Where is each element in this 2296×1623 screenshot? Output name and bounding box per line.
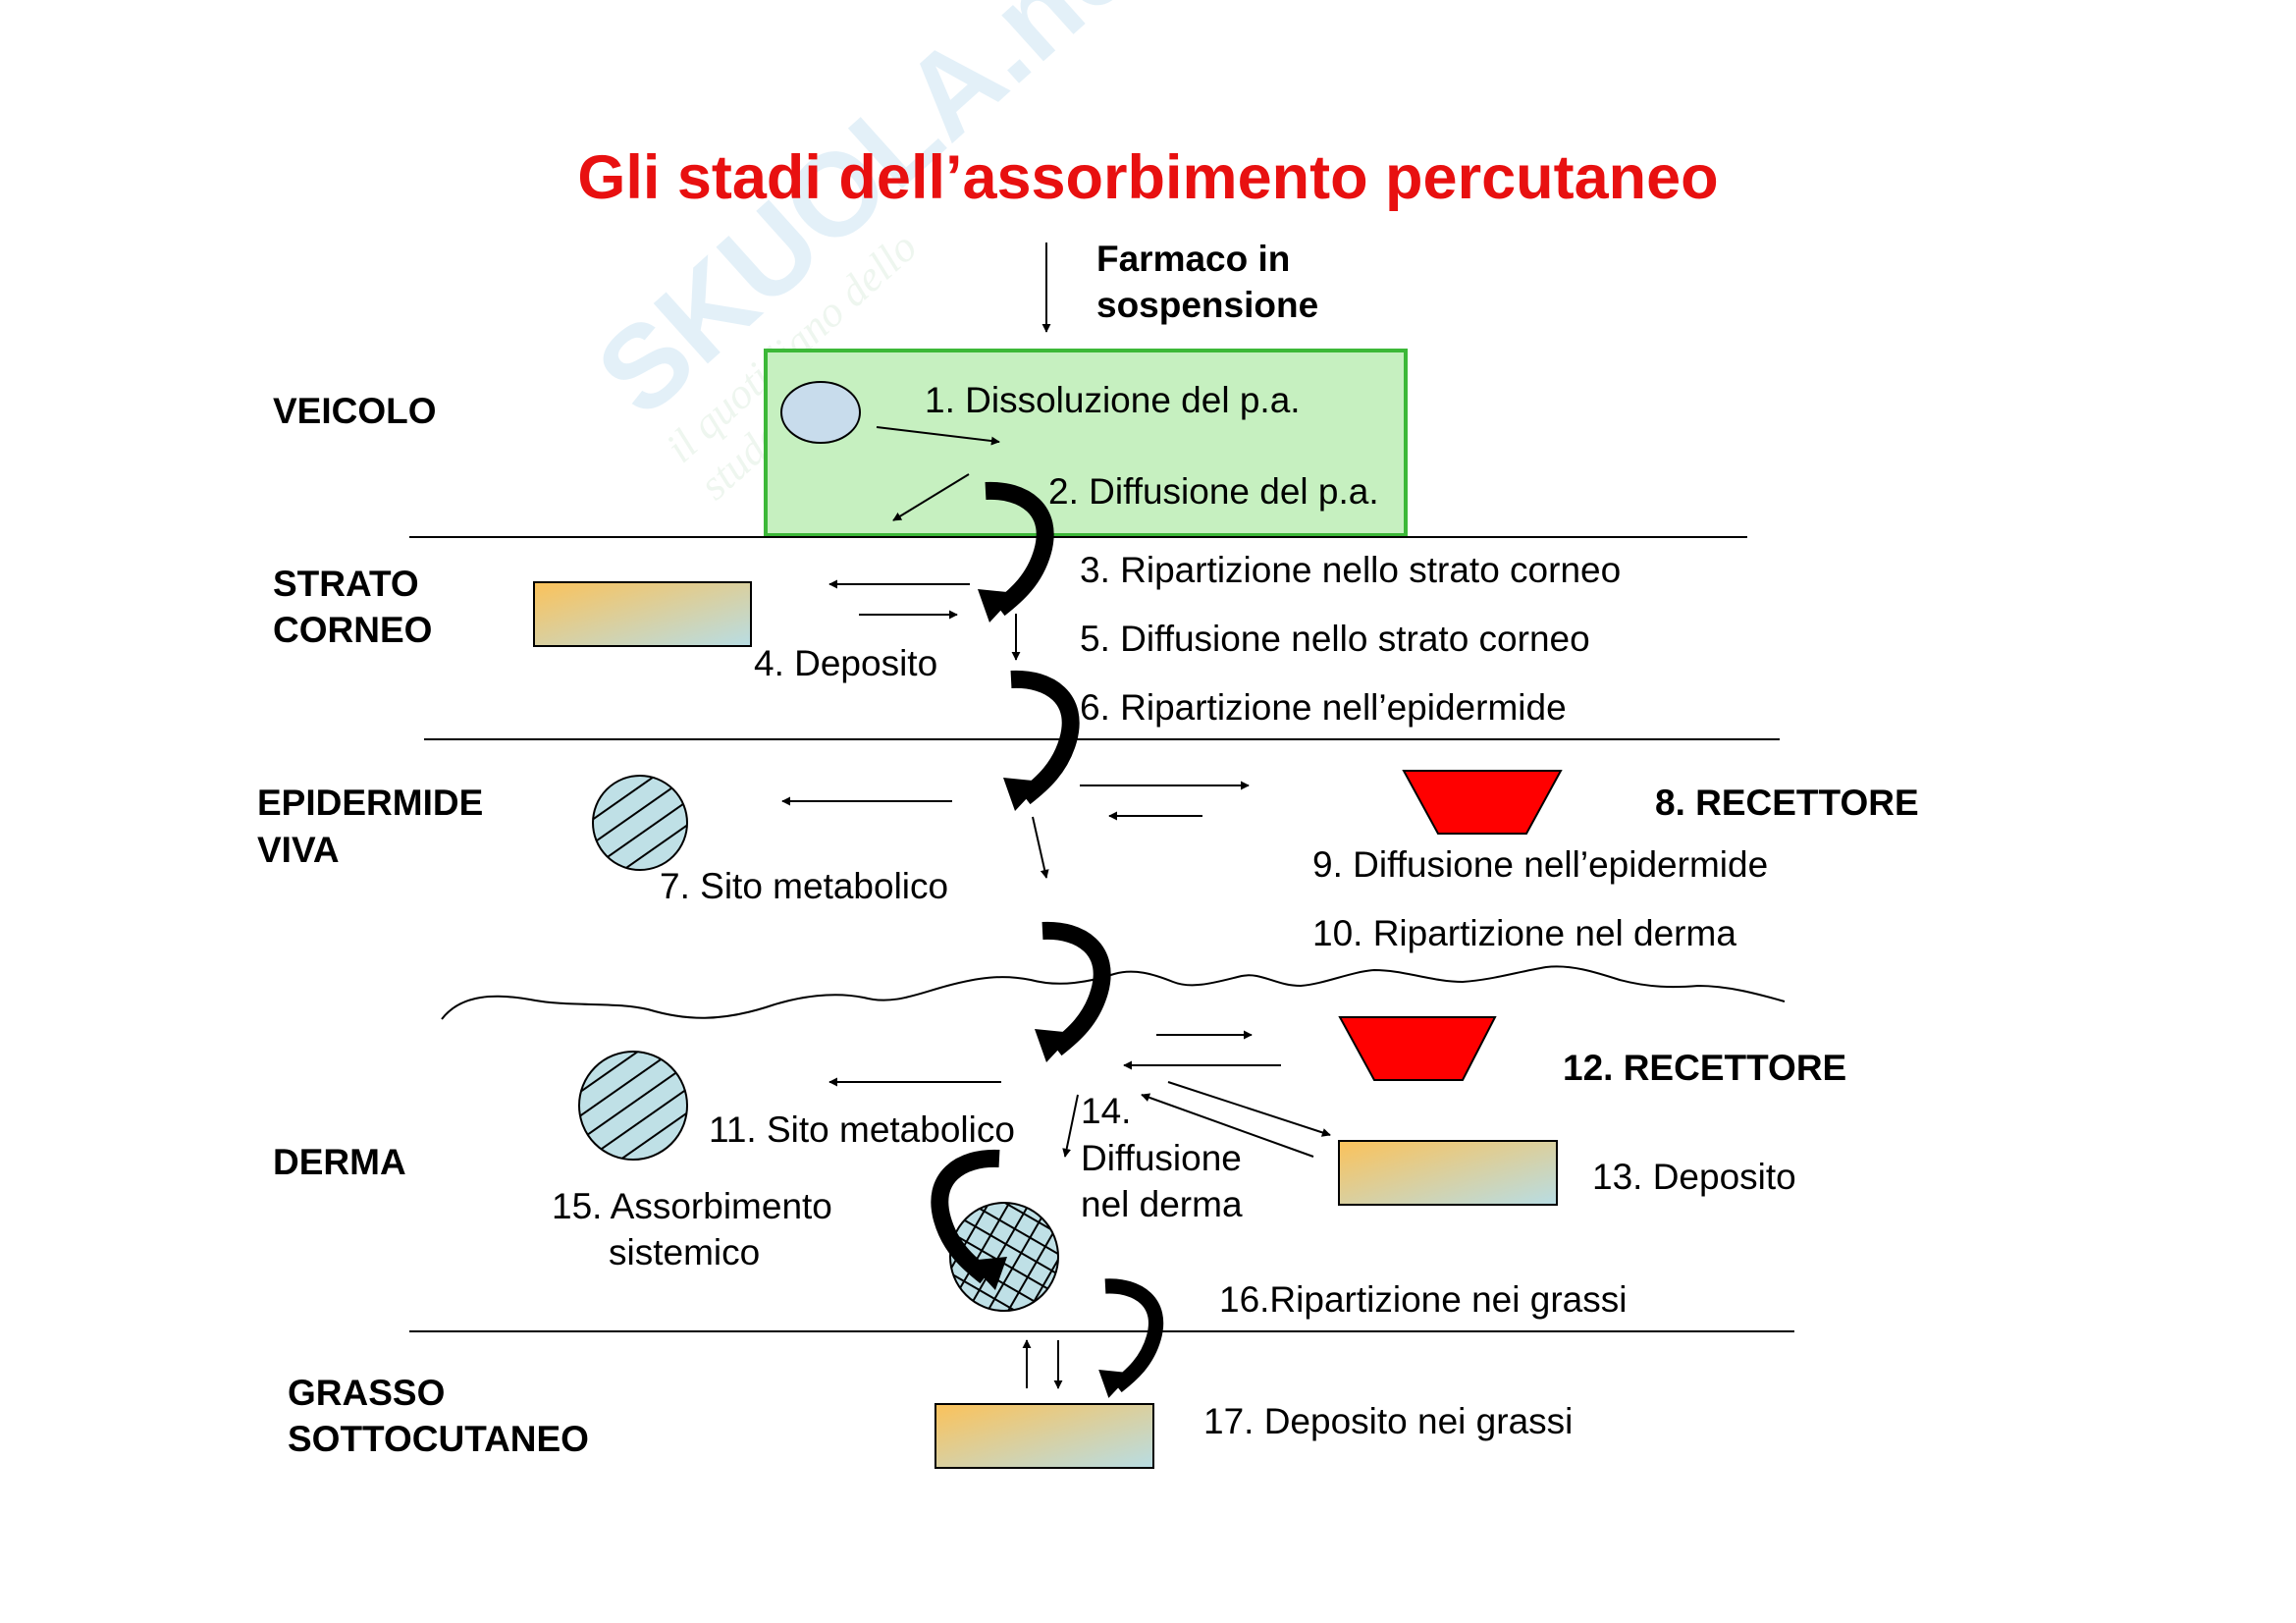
vaso-sistemico-hatch	[950, 1203, 1058, 1311]
arrow-diffusione-derma	[1062, 1094, 1079, 1158]
recettore-8-shape	[1402, 770, 1563, 835]
partition-arrow-icon	[1098, 1278, 1164, 1398]
recettore-12-shape	[1338, 1016, 1497, 1081]
step-3-label: 3. Ripartizione nello strato corneo	[1080, 550, 1622, 590]
arrow-epidermide-down	[1032, 816, 1049, 879]
arrow-from-deposito-13	[1141, 1093, 1314, 1158]
partition-arrow-icon	[1035, 921, 1111, 1062]
sito-metabolico-derma-hatch	[579, 1052, 687, 1160]
step-14-label-2: Diffusione	[1081, 1138, 1242, 1178]
partition-arrow-icon	[978, 481, 1054, 622]
deposito-derma-box	[1338, 1140, 1558, 1206]
step-10-label: 10. Ripartizione nel derma	[1312, 913, 1736, 953]
arrow-to-deposito-13	[1167, 1081, 1331, 1137]
step-5-label: 5. Diffusione nello strato corneo	[1080, 619, 1590, 659]
step-16-label: 16.Ripartizione nei grassi	[1219, 1279, 1628, 1320]
partition-arrow-icon	[1003, 670, 1080, 811]
step-11-label: 11. Sito metabolico	[709, 1109, 1015, 1150]
input-label-line1: Farmaco in	[1096, 239, 1291, 279]
layer-label-veicolo: VEICOLO	[273, 391, 437, 431]
input-label-line2: sospensione	[1096, 285, 1319, 325]
step-8-label: 8. RECETTORE	[1655, 783, 1919, 823]
step-13-label: 13. Deposito	[1592, 1157, 1796, 1197]
deposito-grasso-box	[934, 1403, 1154, 1469]
layer-label-strato-corneo-2: CORNEO	[273, 610, 433, 650]
arrow-dissoluzione	[876, 426, 1000, 446]
sito-metabolico-epidermide-hatch	[593, 776, 687, 870]
partition-arrow-icon	[931, 1149, 1007, 1290]
deposito-corneo-box	[533, 581, 752, 647]
step-14-label-1: 14.	[1081, 1091, 1132, 1131]
step-1-label: 1. Dissoluzione del p.a.	[925, 380, 1301, 420]
layer-label-grasso-1: GRASSO	[288, 1373, 446, 1413]
layer-label-epidermide-2: VIVA	[257, 830, 340, 870]
page-title: Gli stadi dell’assorbimento percutaneo	[577, 143, 1719, 212]
step-17-label: 17. Deposito nei grassi	[1203, 1401, 1574, 1441]
step-6-label: 6. Ripartizione nell’epidermide	[1080, 687, 1567, 728]
layer-label-grasso-2: SOTTOCUTANEO	[288, 1419, 589, 1459]
step-15-label-2: sistemico	[609, 1232, 761, 1272]
particle-icon	[780, 381, 861, 444]
step-7-label: 7. Sito metabolico	[660, 866, 949, 906]
boundary-epidermide-derma	[441, 965, 1786, 1020]
arrow-diffusione-veicolo	[892, 473, 970, 521]
step-14-label-3: nel derma	[1081, 1184, 1243, 1224]
layer-label-derma: DERMA	[273, 1142, 406, 1182]
step-4-label: 4. Deposito	[754, 643, 938, 683]
veicolo-box	[764, 349, 1408, 537]
layer-label-epidermide-1: EPIDERMIDE	[257, 783, 484, 823]
step-9-label: 9. Diffusione nell’epidermide	[1312, 844, 1769, 885]
step-15-label-1: 15. Assorbimento	[552, 1186, 832, 1226]
step-12-label: 12. RECETTORE	[1563, 1048, 1847, 1088]
layer-label-strato-corneo-1: STRATO	[273, 564, 419, 604]
step-2-label: 2. Diffusione del p.a.	[1048, 471, 1379, 512]
